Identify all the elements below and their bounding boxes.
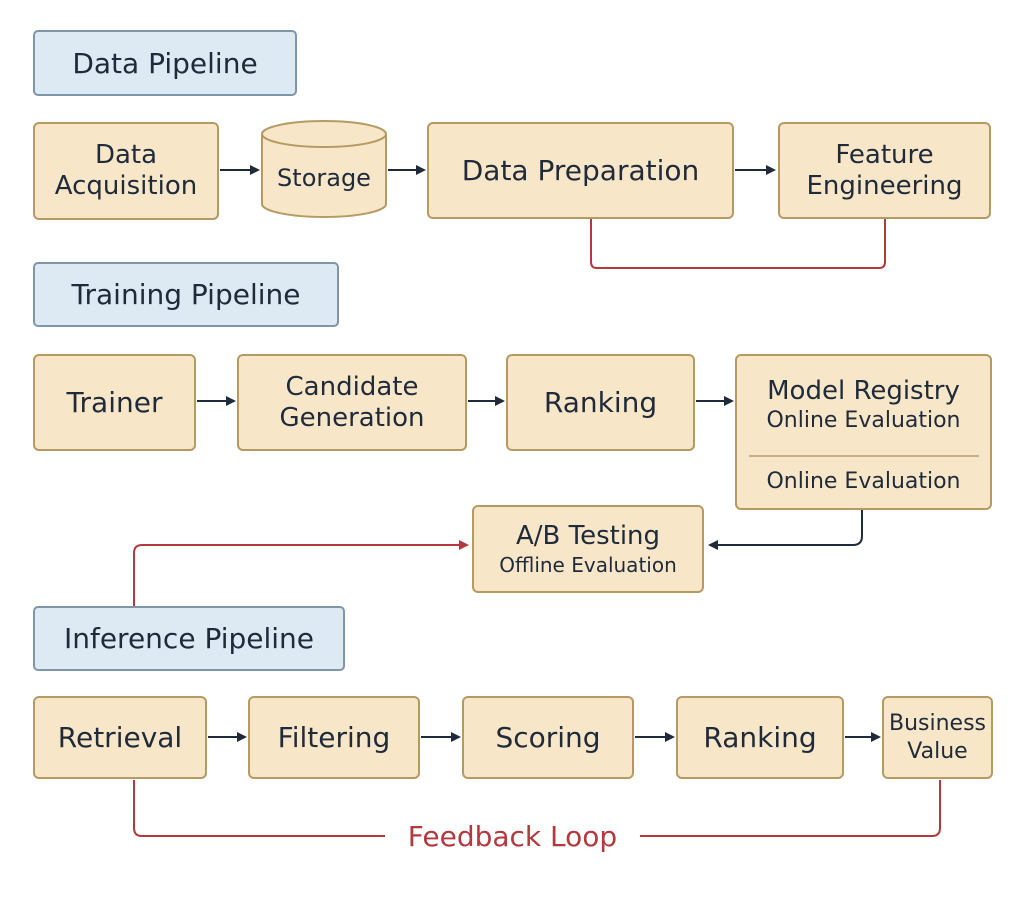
model-registry-divider (748, 454, 979, 457)
inference-ranking-box: Ranking (676, 696, 844, 779)
model-registry-top: Model Registry Online Evaluation (766, 356, 960, 455)
ab-testing-title: A/B Testing (515, 520, 661, 551)
trainer-box: Trainer (33, 354, 196, 451)
model-registry-box: Model Registry Online Evaluation Online … (735, 354, 992, 510)
inference-ranking-label: Ranking (703, 721, 817, 754)
feature-engineering-line2: Engineering (806, 170, 963, 201)
filtering-box: Filtering (248, 696, 420, 779)
business-value-box: Business Value (882, 696, 993, 779)
training-ranking-box: Ranking (506, 354, 695, 451)
feedback-loop-label: Feedback Loop (385, 812, 640, 860)
data-pipeline-title: Data Pipeline (72, 46, 258, 80)
feature-engineering-box: Feature Engineering (778, 122, 991, 219)
training-pipeline-title: Training Pipeline (71, 278, 301, 311)
storage-text: Storage (277, 164, 371, 192)
model-registry-bottom: Online Evaluation (766, 457, 960, 508)
data-preparation-label: Data Preparation (461, 154, 700, 187)
data-acquisition-line2: Acquisition (54, 171, 198, 201)
ab-testing-box: A/B Testing Offline Evaluation (472, 505, 704, 593)
model-registry-title: Model Registry (767, 375, 960, 406)
data-preparation-box: Data Preparation (427, 122, 734, 219)
ab-testing-subtitle: Offline Evaluation (499, 552, 677, 577)
storage-label: Storage (262, 150, 386, 206)
model-registry-bottom-label: Online Evaluation (766, 469, 961, 495)
data-acquisition-box: Data Acquisition (33, 122, 219, 220)
prep-feature-loop (590, 219, 886, 269)
scoring-label: Scoring (495, 721, 601, 754)
arrow-registry-ab (708, 510, 863, 550)
filtering-label: Filtering (277, 721, 391, 754)
feedback-loop-text: Feedback Loop (407, 819, 618, 853)
inference-pipeline-title: Inference Pipeline (63, 622, 315, 655)
business-value-line1: Business (888, 710, 986, 736)
inference-pipeline-header: Inference Pipeline (33, 606, 345, 671)
candidate-generation-box: Candidate Generation (237, 354, 467, 451)
training-ranking-label: Ranking (543, 386, 658, 419)
business-value-line2: Value (907, 738, 968, 764)
data-pipeline-header: Data Pipeline (33, 30, 297, 96)
model-registry-subtitle: Online Evaluation (766, 407, 961, 433)
scoring-box: Scoring (462, 696, 634, 779)
retrieval-box: Retrieval (33, 696, 207, 779)
feature-engineering-line1: Feature (835, 139, 934, 170)
retrieval-label: Retrieval (57, 721, 183, 754)
trainer-label: Trainer (66, 386, 163, 419)
arrow-inference-ab (133, 540, 469, 606)
candidate-generation-line1: Candidate (285, 371, 419, 402)
training-pipeline-header: Training Pipeline (33, 262, 339, 327)
candidate-generation-line2: Generation (279, 402, 425, 433)
data-acquisition-line1: Data (94, 140, 158, 170)
